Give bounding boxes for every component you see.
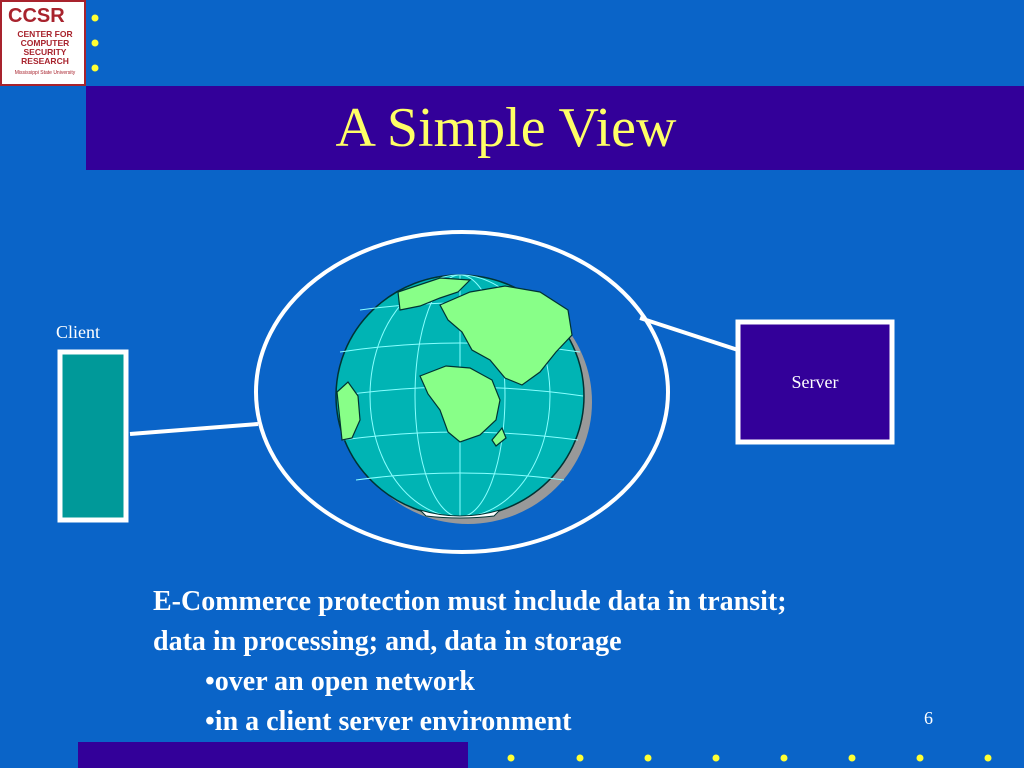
dot	[507, 754, 515, 762]
dot	[644, 754, 652, 762]
body-line-1: E-Commerce protection must include data …	[153, 586, 787, 617]
dot	[91, 39, 99, 47]
server-box	[735, 319, 895, 445]
bottom-bar	[78, 742, 468, 768]
dot	[848, 754, 856, 762]
page-number: 6	[924, 708, 933, 728]
dot	[916, 754, 924, 762]
client-box	[57, 349, 129, 523]
dot	[780, 754, 788, 762]
client-connector-line	[129, 422, 259, 436]
slide-title: A Simple View	[335, 97, 677, 159]
decorative-dots	[91, 14, 992, 762]
logo-line-3: SECURITY	[23, 47, 67, 57]
title-bar: A Simple View	[86, 86, 1024, 170]
server-label: Server	[791, 372, 839, 392]
logo-abbr: CCSR	[8, 5, 65, 27]
body-text: E-Commerce protection must include data …	[153, 582, 973, 742]
body-line-2: data in processing; and, data in storage	[153, 626, 622, 657]
ccsr-logo: CCSR CENTER FOR COMPUTER SECURITY RESEAR…	[0, 0, 86, 86]
bullet-item: •over an open network	[205, 666, 475, 697]
dot	[91, 14, 99, 22]
globe-icon	[335, 274, 592, 524]
network-ellipse	[254, 230, 670, 554]
dot	[712, 754, 720, 762]
logo-line-4: RESEARCH	[21, 56, 69, 66]
logo-line-1: CENTER FOR	[17, 29, 73, 39]
dot	[91, 64, 99, 72]
bullet-item: •in a client server environment	[205, 706, 572, 737]
logo-university: Mississippi State University	[14, 70, 76, 76]
logo-line-2: COMPUTER	[20, 38, 70, 48]
client-label: Client	[56, 322, 100, 342]
dot	[984, 754, 992, 762]
server-connector-line	[639, 316, 739, 352]
dot	[576, 754, 584, 762]
